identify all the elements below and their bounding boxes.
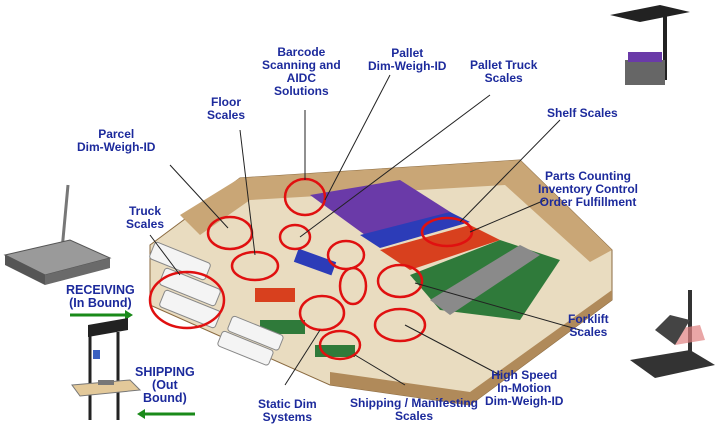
label-line: Dim-Weigh-ID — [77, 140, 156, 154]
label-line: Shipping / Manifesting — [350, 396, 478, 410]
label-line: Scales — [126, 217, 165, 231]
shipping-arrow-icon — [137, 409, 195, 419]
callout-lines — [149, 74, 581, 386]
pallet-dimensioner-image — [610, 5, 690, 85]
label-line: (In Bound) — [69, 296, 132, 310]
red-pallets — [255, 288, 295, 302]
label-receiving: RECEIVING (In Bound) — [66, 284, 135, 310]
label-line: SHIPPING — [135, 365, 195, 379]
label-line: Scales — [394, 409, 434, 423]
label-line: Parcel — [98, 127, 135, 141]
label-line: Scanning and — [262, 58, 341, 72]
highlight-circles — [148, 177, 474, 361]
platform-scale-image — [3, 184, 112, 285]
blue-rack — [360, 212, 470, 248]
label-line: Parts Counting — [545, 169, 631, 183]
label-line: Scales — [207, 108, 246, 122]
label-line: Order Fulfillment — [539, 195, 637, 209]
label-line: Shelf Scales — [547, 106, 618, 120]
trucks-receiving — [149, 241, 221, 329]
conveyor — [430, 245, 540, 315]
label-pallet-truck-scales: Pallet Truck Scales — [470, 59, 537, 85]
label-line: Static Dim — [258, 397, 317, 411]
label-floor-scales: Floor Scales — [207, 96, 245, 122]
trucks-shipping — [217, 315, 284, 366]
label-line: Bound) — [143, 391, 187, 405]
label-line: Inventory Control — [538, 182, 639, 196]
label-line: Systems — [262, 410, 313, 424]
dimensioning-station-image — [71, 318, 142, 420]
label-shelf-scales: Shelf Scales — [547, 107, 618, 120]
in-motion-dimensioner-image — [630, 290, 715, 378]
label-static-dim: Static Dim Systems — [258, 398, 317, 424]
label-line: (Out — [152, 378, 178, 392]
label-line: Barcode — [277, 45, 326, 59]
label-line: Forklift — [568, 312, 609, 326]
label-high-speed-dim: High Speed In-Motion Dim-Weigh-ID — [485, 369, 563, 408]
label-barcode-aidc: Barcode Scanning and AIDC Solutions — [262, 46, 341, 98]
label-line: AIDC — [286, 71, 317, 85]
label-line: Floor — [211, 95, 242, 109]
label-line: Dim-Weigh-ID — [485, 394, 564, 408]
label-parts-counting: Parts Counting Inventory Control Order F… — [538, 170, 638, 209]
label-parcel-dim-weigh-id: Parcel Dim-Weigh-ID — [77, 128, 155, 154]
label-line: Scales — [569, 325, 608, 339]
label-pallet-dim-weigh-id: Pallet Dim-Weigh-ID — [368, 47, 446, 73]
label-line: Pallet — [391, 46, 424, 60]
blue-pallets — [293, 248, 337, 276]
label-shipping-manifesting: Shipping / Manifesting Scales — [350, 397, 478, 423]
label-line: High Speed — [491, 368, 558, 382]
label-line: Solutions — [274, 84, 329, 98]
label-line: Scales — [484, 71, 523, 85]
label-line: In-Motion — [497, 381, 552, 395]
receiving-arrow-icon — [70, 310, 133, 320]
label-truck-scales: Truck Scales — [126, 205, 164, 231]
label-forklift-scales: Forklift Scales — [568, 313, 609, 339]
label-line: Pallet Truck — [470, 58, 538, 72]
label-line: Dim-Weigh-ID — [368, 59, 447, 73]
label-line: Truck — [129, 204, 162, 218]
label-line: RECEIVING — [66, 283, 135, 297]
label-shipping: SHIPPING (Out Bound) — [135, 366, 195, 405]
